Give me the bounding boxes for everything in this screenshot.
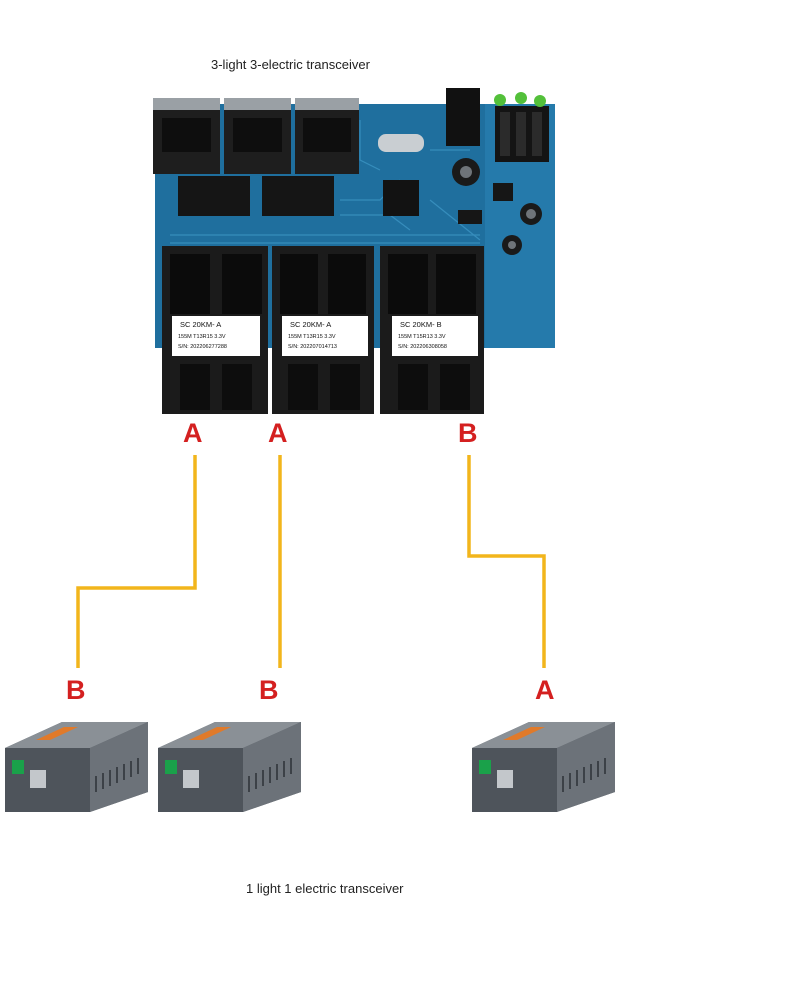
module-1-line-3: S/N: 202206277288 [178, 344, 227, 350]
converter-3-port-letter: A [535, 675, 555, 705]
main-chip [383, 180, 419, 216]
cable-3 [467, 455, 546, 668]
module-2-line-1: SC 20KM- A [290, 320, 331, 329]
led-header [495, 106, 549, 162]
module-label-2 [282, 316, 368, 356]
fiber-module-3: SC 20KM- B 155M T15R13 3.3V S/N: 2022063… [380, 246, 484, 414]
fiber-module-1: SC 20KM- A 155M T13R15 3.3V S/N: 2022062… [162, 246, 268, 414]
top-caption: 3-light 3-electric transceiver [211, 57, 370, 72]
cable-1 [76, 455, 197, 668]
fiber-module-2: SC 20KM- A 155M T13R15 3.3V S/N: 2022070… [272, 246, 374, 414]
transformer-2 [262, 176, 334, 216]
rj45-port-3 [295, 98, 359, 174]
small-ic-1 [493, 183, 513, 201]
module-2-line-3: S/N: 202207014713 [288, 344, 337, 350]
media-converter-3 [472, 722, 615, 812]
media-converter-2 [158, 722, 301, 812]
led-green-icon [494, 94, 506, 106]
small-ic-2 [458, 210, 482, 224]
converter-2-port-letter: B [259, 675, 279, 705]
dc-jack [446, 88, 480, 146]
module-1-port-letter: A [183, 418, 203, 448]
module-2-line-2: 155M T13R15 3.3V [288, 334, 336, 340]
module-1-line-2: 155M T13R15 3.3V [178, 334, 226, 340]
led-green-icon [515, 92, 527, 104]
led-green-icon [534, 95, 546, 107]
brand-logo [503, 727, 545, 740]
brand-logo [189, 727, 231, 740]
module-label-1 [172, 316, 260, 356]
module-3-line-1: SC 20KM- B [400, 320, 442, 329]
module-1-line-1: SC 20KM- A [180, 320, 221, 329]
module-3-line-2: 155M T15R13 3.3V [398, 334, 446, 340]
crystal [378, 134, 424, 152]
module-3-port-letter: B [458, 418, 478, 448]
media-converter-1 [5, 722, 148, 812]
bottom-caption: 1 light 1 electric transceiver [246, 881, 404, 896]
transformer-1 [178, 176, 250, 216]
brand-logo [36, 727, 78, 740]
module-2-port-letter: A [268, 418, 288, 448]
converter-1-port-letter: B [66, 675, 86, 705]
board-traces [170, 120, 481, 244]
module-label-3 [392, 316, 478, 356]
module-3-line-3: S/N: 202206308058 [398, 344, 447, 350]
fiber-cables [76, 455, 546, 668]
rj45-port-2 [224, 98, 291, 174]
rj45-port-1 [153, 98, 220, 174]
